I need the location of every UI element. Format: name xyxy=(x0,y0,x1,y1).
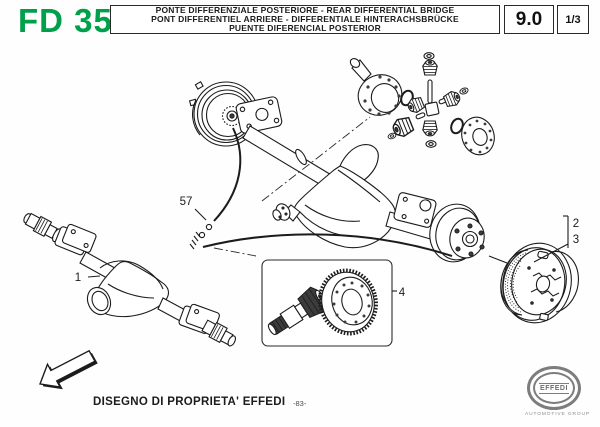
right-spring-plate xyxy=(393,192,437,228)
differential-housing xyxy=(272,144,397,249)
diff-flange-hub xyxy=(461,116,495,156)
ring-gear xyxy=(318,268,378,336)
property-note: DISEGNO DI PROPRIETA' EFFEDI xyxy=(93,396,286,408)
title-line-es: PUENTE DIFERENCIAL POSTERIOR xyxy=(229,23,381,34)
callout-axle-housing: 1 xyxy=(75,272,81,284)
bare-axle-housing: 1 xyxy=(23,212,237,347)
title-line-fr-de: PONT DIFFERENTIEL ARRIERE - DIFFERENTIAL… xyxy=(151,13,459,24)
diff-carrier xyxy=(349,58,403,116)
brake-cable: 57 xyxy=(180,127,453,257)
left-shaft-end xyxy=(23,212,62,243)
exploded-differential xyxy=(261,52,495,202)
logo-subtext: AUTOMOTIVE GROUP xyxy=(525,412,590,417)
right-brake-hub xyxy=(429,203,485,263)
right-shaft-end xyxy=(201,319,237,347)
model-code: FD 35 xyxy=(18,2,113,39)
washer-top xyxy=(423,52,435,60)
title-line-it-en: PONTE DIFFERENZIALE POSTERIORE - REAR DI… xyxy=(155,4,455,15)
spider-gear-left xyxy=(405,95,426,116)
logo-text: EFFEDI xyxy=(539,382,569,394)
callout-gear-set: 4 xyxy=(399,287,406,299)
spider-gear-top xyxy=(422,59,438,76)
brake-backing-plate: 2 3 xyxy=(488,215,579,324)
sheet-number-box: 1/3 xyxy=(557,5,589,34)
spider-block xyxy=(424,101,440,117)
effedi-logo: EFFEDI AUTOMOTIVE GROUP xyxy=(525,366,590,417)
section-number-box: 9.0 xyxy=(504,5,554,34)
direction-arrow xyxy=(39,349,98,390)
left-spring-plate xyxy=(235,96,283,134)
callout-brake-cable: 57 xyxy=(180,196,193,208)
callout-brake-lower: 3 xyxy=(573,234,579,246)
washer-right xyxy=(458,86,470,96)
title-box: PONTE DIFFERENZIALE POSTERIORE - REAR DI… xyxy=(110,5,500,34)
left-spring-plate-2 xyxy=(54,223,97,256)
main-axle-assembly xyxy=(188,81,485,263)
spider-gear-right xyxy=(442,88,463,109)
spider-gear-bottom xyxy=(422,120,438,137)
washer-bottom xyxy=(425,140,437,148)
callout-brake-upper: 2 xyxy=(573,218,579,230)
page-number: -83- xyxy=(293,399,307,408)
cross-pin xyxy=(427,79,433,104)
logo-oval-icon: EFFEDI xyxy=(527,366,581,410)
gear-set-box: 4 xyxy=(261,259,406,347)
